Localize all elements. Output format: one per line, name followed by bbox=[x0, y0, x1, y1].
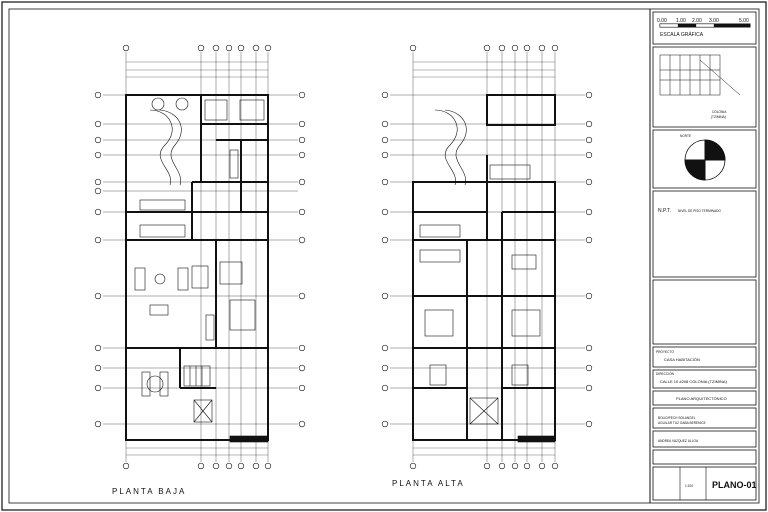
contenido-value: PLANO ARQUITECTÓNICO bbox=[676, 396, 727, 401]
contenido-box bbox=[652, 390, 757, 406]
north-box bbox=[652, 129, 757, 189]
planta-baja-axis-bubbles-bottom bbox=[122, 462, 272, 470]
location-map bbox=[659, 54, 741, 96]
planta-alta-interior bbox=[419, 109, 556, 443]
planta-baja-walls bbox=[125, 94, 269, 441]
scale-box bbox=[652, 11, 757, 45]
plano-id: PLANO-01 bbox=[712, 480, 757, 490]
npt-desc: NIVEL DE PISO TERMINADO bbox=[678, 209, 721, 213]
planta-baja-interior bbox=[134, 97, 269, 443]
plano-id-box bbox=[652, 466, 757, 501]
alumno-2: AGUILAR TUZ GABA BERENICE bbox=[658, 421, 706, 425]
scale-tick-3: 3.00 bbox=[709, 18, 719, 24]
notes-box bbox=[652, 279, 757, 345]
planta-alta-axis-bubbles-bottom bbox=[409, 462, 559, 470]
planta-alta-walls bbox=[412, 94, 556, 441]
profesor-value: ANDREA VAZQUEZ ULLOA bbox=[658, 439, 699, 443]
planta-baja-title: PLANTA BAJA bbox=[112, 487, 186, 496]
planta-baja-top-dimensions bbox=[126, 61, 268, 456]
proyecto-box bbox=[652, 346, 757, 368]
proyecto-value: CASA HABITACIÓN bbox=[664, 357, 700, 362]
direccion-value: CALLE 10 #208 COLONIA (TZIMINA) bbox=[660, 379, 728, 384]
npt-box bbox=[652, 190, 757, 278]
location-box bbox=[652, 46, 757, 128]
npt-label: N.P.T. bbox=[658, 208, 671, 214]
scale-tick-1: 1.00 bbox=[676, 18, 686, 24]
planta-alta-axis-bubbles-left bbox=[381, 91, 389, 428]
planta-baja-axis-bubbles-top bbox=[122, 44, 272, 52]
scale-tick-4: 5.00 bbox=[739, 18, 749, 24]
direccion-box bbox=[652, 369, 757, 389]
location-sublabel: (TZIMINA) bbox=[711, 115, 726, 119]
planta-baja-plan bbox=[94, 44, 306, 470]
scale-tick-2: 2.00 bbox=[692, 18, 702, 24]
alumnos-box bbox=[652, 407, 757, 429]
direccion-label: DIRECCIÓN bbox=[656, 371, 675, 376]
planta-alta-plan bbox=[381, 44, 593, 470]
fecha-box bbox=[652, 449, 757, 465]
profesor-box bbox=[652, 430, 757, 448]
planta-alta-axis-bubbles-top bbox=[409, 44, 559, 52]
planta-alta-axis-bubbles-right bbox=[585, 91, 593, 428]
planta-alta-top-dimensions bbox=[413, 61, 555, 456]
scale-tick-0: 0.00 bbox=[657, 18, 667, 24]
planta-baja-axis-bubbles-left bbox=[94, 91, 102, 428]
title-block bbox=[652, 11, 757, 501]
alumno-1: BOLIO/PECH SOLANGEL bbox=[658, 416, 696, 420]
north-label: NORTE bbox=[680, 134, 691, 138]
inner-border bbox=[8, 8, 760, 504]
planta-baja-axis-bubbles-right bbox=[298, 91, 306, 428]
planta-alta-title: PLANTA ALTA bbox=[392, 479, 465, 488]
scale-label: ESCALA GRÁFICA bbox=[660, 31, 704, 38]
proyecto-label: PROYECTO bbox=[656, 350, 674, 354]
location-label: COLONIA bbox=[712, 110, 727, 114]
escala-value: 1:100 bbox=[685, 484, 693, 488]
